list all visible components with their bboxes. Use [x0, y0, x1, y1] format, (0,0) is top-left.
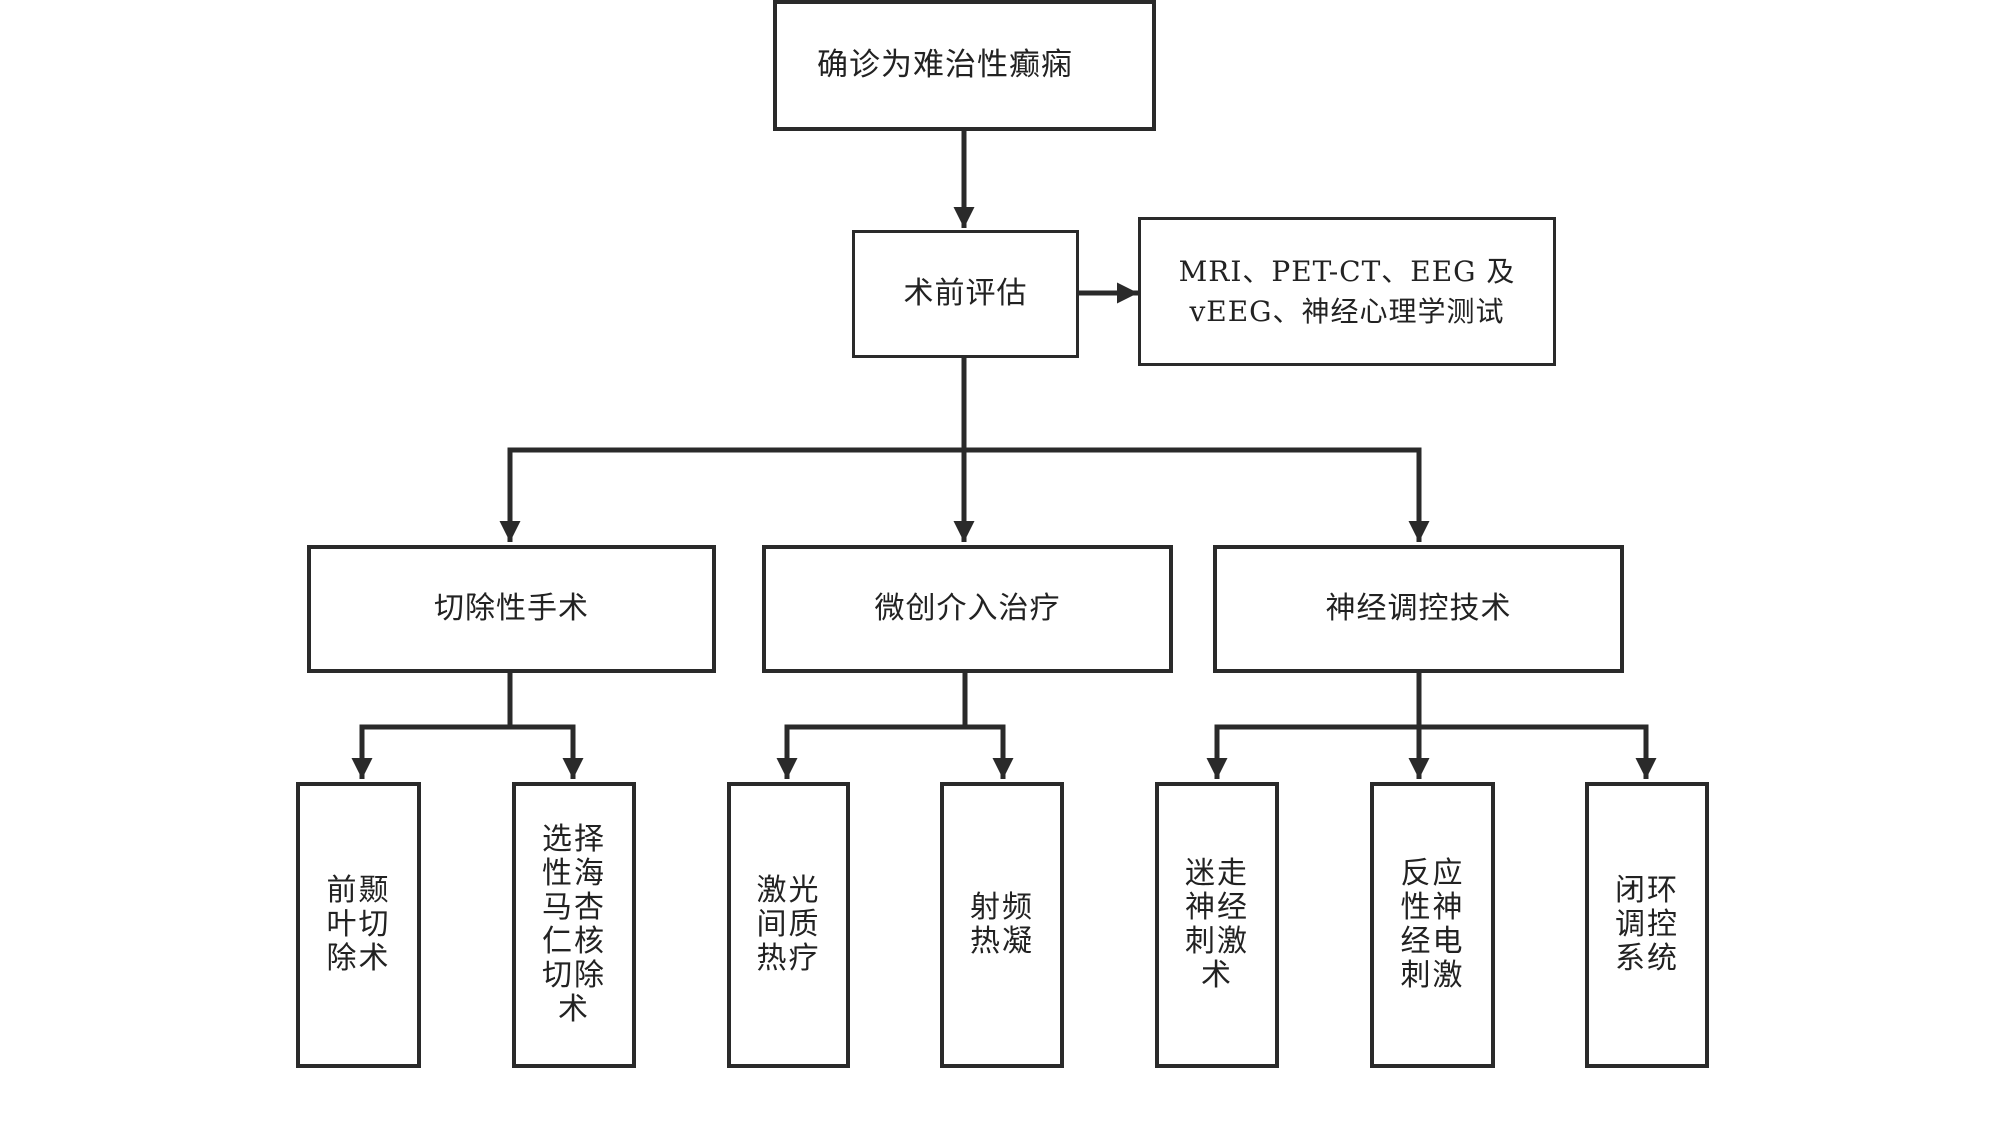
node-leaf-closed-loop-system: 闭环调控系统: [1585, 782, 1709, 1068]
node-leaf-label: 激光间质热疗: [756, 873, 821, 976]
node-assessment-detail-line2: vEEG、神经心理学测试: [1189, 294, 1505, 328]
node-category-minimally-invasive: 微创介入治疗: [762, 545, 1173, 673]
node-leaf-label: 迷走神经刺激术: [1185, 856, 1249, 993]
node-leaf-label: 闭环调控系统: [1615, 873, 1679, 976]
edge-branch-left: [499, 447, 964, 542]
node-category-resection: 切除性手术: [307, 545, 716, 673]
node-leaf-label: 选择性海马杏仁核切除术: [542, 822, 606, 1027]
edge-cat0-left: [351, 724, 510, 779]
node-category-neuromodulation-label: 神经调控技术: [1325, 591, 1512, 627]
node-category-neuromodulation: 神经调控技术: [1213, 545, 1624, 673]
node-leaf-anterior-temporal-lobectomy: 前颞叶切除术: [296, 782, 421, 1068]
node-leaf-label: 前颞叶切除术: [326, 873, 391, 976]
edge-branch-right: [964, 447, 1430, 542]
node-assessment-detail: MRI、PET-CT、EEG 及 vEEG、神经心理学测试: [1138, 217, 1556, 366]
node-leaf-radiofrequency-thermocoagulation: 射频热凝: [940, 782, 1064, 1068]
node-assessment-detail-line1: MRI、PET-CT、EEG 及: [1178, 254, 1516, 288]
node-leaf-vagus-nerve-stimulation: 迷走神经刺激术: [1155, 782, 1279, 1068]
edge-cat1-right: [965, 724, 1014, 779]
node-leaf-laser-interstitial-thermal-therapy: 激光间质热疗: [727, 782, 850, 1068]
node-root: 确诊为难治性癫痫: [773, 0, 1156, 131]
edge-cat2-left: [1206, 724, 1419, 779]
node-leaf-label: 反应性神经电刺激: [1400, 856, 1465, 993]
node-leaf-responsive-neurostimulation: 反应性神经电刺激: [1370, 782, 1495, 1068]
node-leaf-label: 射频热凝: [970, 890, 1034, 959]
node-category-minimally-invasive-label: 微创介入治疗: [874, 591, 1061, 627]
edge-cat0-right: [510, 724, 584, 779]
node-assessment-label: 术前评估: [903, 276, 1028, 312]
edge-cat2-right: [1419, 724, 1657, 779]
node-leaf-selective-amygdalohippocampectomy: 选择性海马杏仁核切除术: [512, 782, 636, 1068]
node-assessment: 术前评估: [852, 230, 1079, 358]
node-category-resection-label: 切除性手术: [434, 591, 589, 627]
edge-cat1-left: [776, 724, 965, 779]
node-root-label: 确诊为难治性癫痫: [817, 47, 1073, 84]
